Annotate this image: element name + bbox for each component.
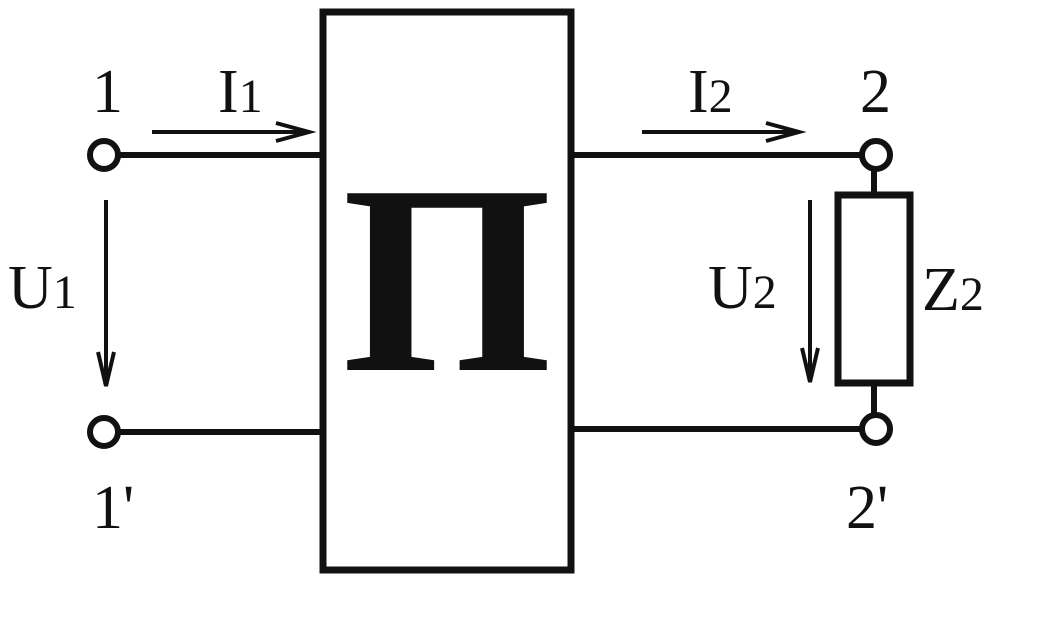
two-port-box (319, 8, 575, 574)
terminal-2-label: 2 (860, 58, 891, 126)
current-i2-label: I2 (688, 58, 733, 126)
current-i2-sub: 2 (709, 70, 733, 123)
current-i2-base: I (688, 58, 709, 126)
voltage-u2-sub: 2 (753, 266, 777, 319)
current-i1-arrow (152, 121, 317, 143)
voltage-u2-label: U2 (708, 254, 777, 322)
current-i1-label: I1 (218, 58, 263, 126)
load-impedance-label: Z2 (922, 256, 984, 324)
terminal-1 (87, 138, 121, 172)
current-i1-base: I (218, 58, 239, 126)
terminal-1-label: 1 (92, 58, 123, 126)
current-i1-sub: 1 (239, 70, 263, 123)
terminal-2 (859, 138, 893, 172)
terminal-1-prime-label: 1' (92, 474, 134, 542)
current-i2-arrow (642, 121, 807, 143)
voltage-u1-label: U1 (8, 254, 77, 322)
load-impedance (834, 191, 914, 387)
voltage-u1-arrow (96, 200, 116, 387)
voltage-u1-sub: 1 (53, 266, 77, 319)
voltage-u1-base: U (8, 254, 53, 322)
voltage-u2-arrow (800, 200, 820, 383)
network-symbol: П (342, 130, 552, 429)
load-impedance-base: Z (922, 256, 960, 324)
voltage-u2-base: U (708, 254, 753, 322)
terminal-2-prime (859, 412, 893, 446)
terminal-2-prime-label: 2' (846, 474, 888, 542)
load-impedance-sub: 2 (960, 268, 984, 321)
terminal-1-prime (87, 415, 121, 449)
